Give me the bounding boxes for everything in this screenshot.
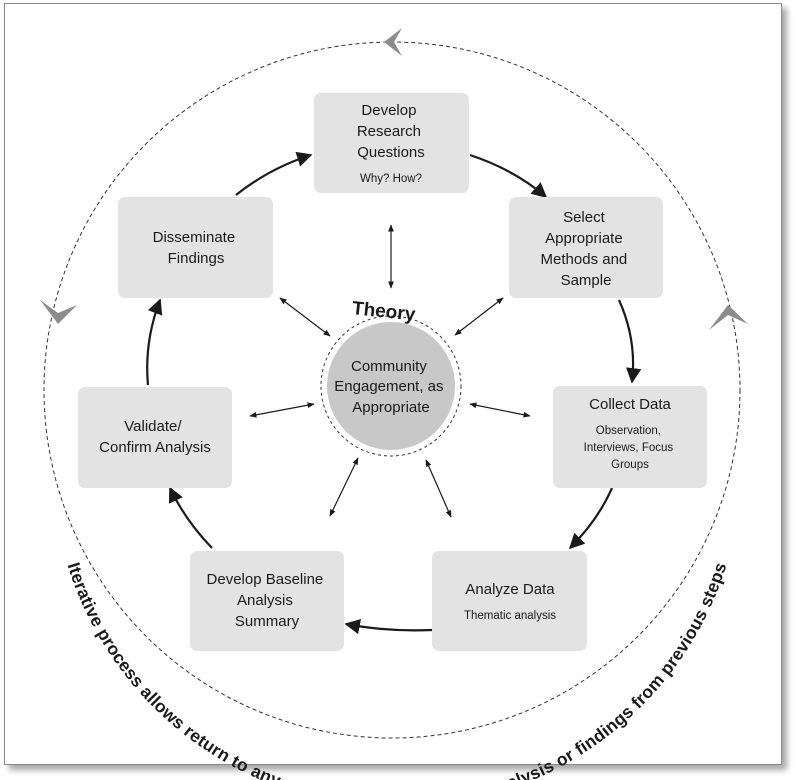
spoke-baseline [329, 457, 359, 517]
step-title-disseminate-findings: Disseminate Findings [153, 229, 240, 267]
connector-collect-to-analyze [568, 487, 614, 550]
step-box-select-methods [509, 197, 663, 298]
step-title-validate-analysis: Validate/ Confirm Analysis [99, 418, 211, 456]
step-note-collect-data: Observation, Interviews, Focus Groups [584, 425, 677, 471]
connector-validate-to-disseminate [146, 298, 163, 386]
step-box-develop-baseline [190, 551, 344, 651]
spoke-methods [454, 297, 504, 336]
theory-label: Theory [351, 298, 417, 326]
step-box-disseminate-findings [118, 197, 273, 298]
step-title-analyze-data: Analyze Data [465, 581, 555, 598]
step-note-analyze-data: Thematic analysis [464, 610, 556, 622]
connector-analyze-to-baseline [344, 619, 433, 635]
community-engagement-circle [327, 322, 455, 450]
step-box-analyze-data [432, 551, 587, 651]
spoke-validate [249, 402, 315, 418]
step-title-develop-baseline: Develop Baseline Analysis Summary [207, 571, 328, 630]
chevron-top-icon [384, 28, 402, 56]
chevron-left-icon [40, 300, 77, 324]
spoke-collect [469, 402, 531, 418]
step-box-validate-analysis [78, 387, 232, 488]
center-label: Community Engagement, as Appropriate [334, 358, 447, 416]
step-title-select-methods: Select Appropriate Methods and Sample [541, 209, 632, 289]
step-note-develop-research-questions: Why? How? [360, 173, 422, 185]
step-box-develop-research-questions [314, 93, 469, 193]
connector-questions-to-methods [469, 153, 548, 199]
step-box-collect-data [553, 386, 707, 488]
connector-disseminate-to-questions [235, 151, 313, 196]
spoke-analyze [425, 459, 452, 518]
step-title-collect-data: Collect Data [589, 396, 671, 413]
step-title-develop-research-questions: Develop Research Questions [357, 102, 425, 161]
connector-methods-to-collect [617, 299, 642, 384]
chevron-right-icon [709, 305, 748, 330]
iterative-process-caption: Iterative process allows return to any p… [64, 560, 731, 780]
connector-baseline-to-validate [168, 486, 213, 549]
spoke-disseminate [279, 297, 331, 337]
